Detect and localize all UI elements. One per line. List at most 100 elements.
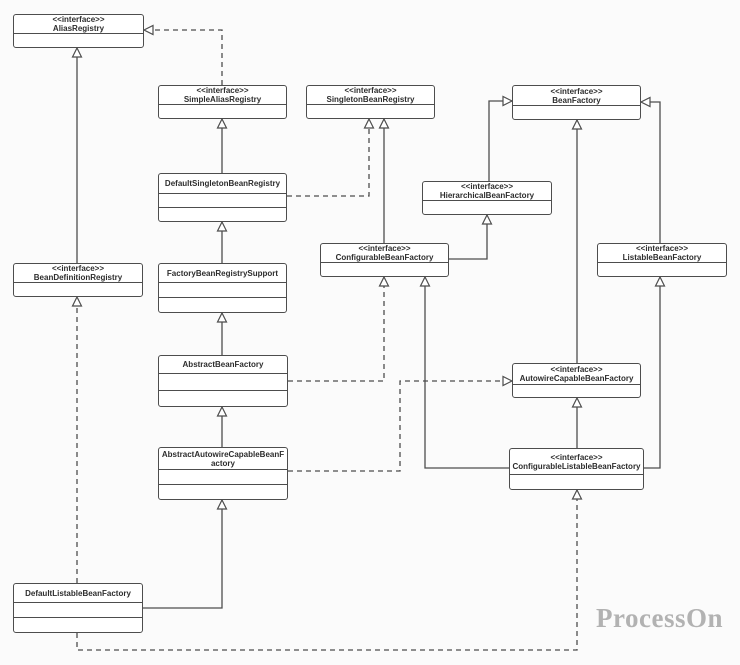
arrowhead-simple-alias-registry--alias-registry bbox=[142, 24, 154, 36]
arrowhead-factory-bean-registry-support--default-singleton-bean-registry bbox=[216, 220, 228, 232]
processon-watermark: ProcessOn bbox=[596, 603, 723, 633]
arrowhead-configurable-listable-bean-factory--autowire-capable-bean-factory bbox=[571, 396, 583, 408]
edge-default-singleton-bean-registry--singleton-bean-registry bbox=[287, 119, 370, 197]
compartment bbox=[14, 33, 143, 47]
arrowhead-configurable-listable-bean-factory--configurable-bean-factory bbox=[419, 275, 431, 287]
node-header: <<interface>>SimpleAliasRegistry bbox=[159, 86, 286, 104]
node-title: DefaultSingletonBeanRegistry bbox=[164, 179, 281, 188]
node-configurable-bean-factory: <<interface>>ConfigurableBeanFactory bbox=[320, 243, 449, 277]
stereotype-label: <<interface>> bbox=[52, 15, 105, 24]
node-bean-factory: <<interface>>BeanFactory bbox=[512, 85, 641, 120]
edge-abstract-autowire-capable-bean-factory--autowire-capable-bean-factory bbox=[288, 380, 512, 472]
stereotype-label: <<interface>> bbox=[358, 244, 411, 253]
compartment bbox=[321, 262, 448, 276]
node-title: AutowireCapableBeanFactory bbox=[519, 374, 634, 383]
stereotype-label: <<interface>> bbox=[550, 86, 603, 96]
node-configurable-listable-bean-factory: <<interface>>ConfigurableListableBeanFac… bbox=[509, 448, 644, 490]
stereotype-label: <<interface>> bbox=[460, 182, 514, 191]
node-title: AbstractAutowireCapableBeanFactory bbox=[161, 449, 285, 468]
node-title: FactoryBeanRegistrySupport bbox=[166, 268, 279, 278]
node-title: ConfigurableBeanFactory bbox=[335, 253, 434, 262]
node-default-listable-bean-factory: DefaultListableBeanFactory bbox=[13, 583, 143, 633]
edge-abstract-bean-factory--configurable-bean-factory bbox=[288, 277, 385, 382]
node-simple-alias-registry: <<interface>>SimpleAliasRegistry bbox=[158, 85, 287, 119]
node-header: <<interface>>AliasRegistry bbox=[14, 15, 143, 33]
node-abstract-autowire-capable-bean-factory: AbstractAutowireCapableBeanFactory bbox=[158, 447, 288, 500]
compartment bbox=[159, 373, 287, 390]
node-abstract-bean-factory: AbstractBeanFactory bbox=[158, 355, 288, 407]
arrowhead-default-singleton-bean-registry--simple-alias-registry bbox=[216, 117, 228, 129]
compartment bbox=[159, 207, 286, 221]
edge-default-listable-bean-factory--configurable-listable-bean-factory bbox=[76, 490, 578, 651]
node-title: AliasRegistry bbox=[52, 24, 105, 33]
arrowhead-configurable-bean-factory--hierarchical-bean-factory bbox=[481, 213, 493, 225]
arrowhead-configurable-listable-bean-factory--listable-bean-factory bbox=[654, 275, 666, 287]
stereotype-label: <<interface>> bbox=[196, 86, 249, 95]
arrowhead-listable-bean-factory--bean-factory bbox=[639, 96, 651, 108]
arrowhead-abstract-bean-factory--factory-bean-registry-support bbox=[216, 311, 228, 323]
edge-configurable-listable-bean-factory--listable-bean-factory bbox=[644, 277, 661, 469]
arrowhead-default-listable-bean-factory--configurable-listable-bean-factory bbox=[571, 488, 583, 500]
compartment bbox=[598, 262, 726, 276]
arrowhead-configurable-bean-factory--singleton-bean-registry bbox=[378, 117, 390, 129]
node-header: <<interface>>ConfigurableListableBeanFac… bbox=[510, 449, 643, 474]
stereotype-label: <<interface>> bbox=[550, 452, 603, 462]
node-header: AbstractAutowireCapableBeanFactory bbox=[159, 448, 287, 469]
arrowhead-hierarchical-bean-factory--bean-factory bbox=[502, 95, 514, 107]
arrowhead-abstract-autowire-capable-bean-factory--autowire-capable-bean-factory bbox=[502, 375, 514, 387]
node-title: HierarchicalBeanFactory bbox=[439, 191, 535, 200]
node-title: BeanFactory bbox=[552, 95, 601, 105]
node-alias-registry: <<interface>>AliasRegistry bbox=[13, 14, 144, 48]
node-header: <<interface>>ConfigurableBeanFactory bbox=[321, 244, 448, 262]
compartment bbox=[159, 297, 286, 312]
arrowhead-abstract-bean-factory--configurable-bean-factory bbox=[378, 275, 390, 287]
compartment bbox=[14, 282, 142, 296]
arrowhead-autowire-capable-bean-factory--bean-factory bbox=[571, 118, 583, 130]
node-header: FactoryBeanRegistrySupport bbox=[159, 264, 286, 282]
compartment bbox=[423, 200, 551, 214]
compartment bbox=[159, 282, 286, 297]
node-title: ListableBeanFactory bbox=[622, 253, 702, 262]
node-title: AbstractBeanFactory bbox=[182, 360, 264, 369]
node-factory-bean-registry-support: FactoryBeanRegistrySupport bbox=[158, 263, 287, 313]
node-bean-definition-registry: <<interface>>BeanDefinitionRegistry bbox=[13, 263, 143, 297]
edge-listable-bean-factory--bean-factory bbox=[641, 101, 661, 243]
node-default-singleton-bean-registry: DefaultSingletonBeanRegistry bbox=[158, 173, 287, 222]
node-title: SingletonBeanRegistry bbox=[326, 95, 415, 104]
node-header: AbstractBeanFactory bbox=[159, 356, 287, 373]
node-singleton-bean-registry: <<interface>>SingletonBeanRegistry bbox=[306, 85, 435, 119]
stereotype-label: <<interface>> bbox=[550, 365, 603, 374]
edge-configurable-bean-factory--hierarchical-bean-factory bbox=[449, 215, 488, 260]
node-listable-bean-factory: <<interface>>ListableBeanFactory bbox=[597, 243, 727, 277]
edge-configurable-listable-bean-factory--configurable-bean-factory bbox=[424, 277, 509, 469]
node-title: SimpleAliasRegistry bbox=[183, 95, 262, 104]
node-header: <<interface>>SingletonBeanRegistry bbox=[307, 86, 434, 104]
arrowhead-abstract-autowire-capable-bean-factory--abstract-bean-factory bbox=[216, 405, 228, 417]
compartment bbox=[14, 602, 142, 617]
compartment bbox=[159, 193, 286, 207]
node-header: <<interface>>BeanDefinitionRegistry bbox=[14, 264, 142, 282]
arrowhead-bean-definition-registry--alias-registry bbox=[71, 46, 83, 58]
node-title: ConfigurableListableBeanFactory bbox=[512, 461, 641, 471]
node-autowire-capable-bean-factory: <<interface>>AutowireCapableBeanFactory bbox=[512, 363, 641, 398]
compartment bbox=[159, 389, 287, 407]
compartment bbox=[510, 474, 643, 489]
arrowhead-default-listable-bean-factory--bean-definition-registry bbox=[71, 295, 83, 307]
compartment bbox=[14, 617, 142, 632]
node-header: <<interface>>AutowireCapableBeanFactory bbox=[513, 364, 640, 384]
arrowhead-default-singleton-bean-registry--singleton-bean-registry bbox=[363, 117, 375, 129]
compartment bbox=[513, 384, 640, 397]
stereotype-label: <<interface>> bbox=[635, 244, 689, 253]
edge-simple-alias-registry--alias-registry bbox=[144, 29, 223, 85]
compartment bbox=[513, 105, 640, 119]
stereotype-label: <<interface>> bbox=[344, 86, 397, 95]
stereotype-label: <<interface>> bbox=[51, 264, 105, 273]
compartment bbox=[159, 104, 286, 118]
compartment bbox=[159, 469, 287, 484]
node-hierarchical-bean-factory: <<interface>>HierarchicalBeanFactory bbox=[422, 181, 552, 215]
node-header: <<interface>>BeanFactory bbox=[513, 86, 640, 105]
node-header: <<interface>>HierarchicalBeanFactory bbox=[423, 182, 551, 200]
node-header: DefaultSingletonBeanRegistry bbox=[159, 174, 286, 193]
